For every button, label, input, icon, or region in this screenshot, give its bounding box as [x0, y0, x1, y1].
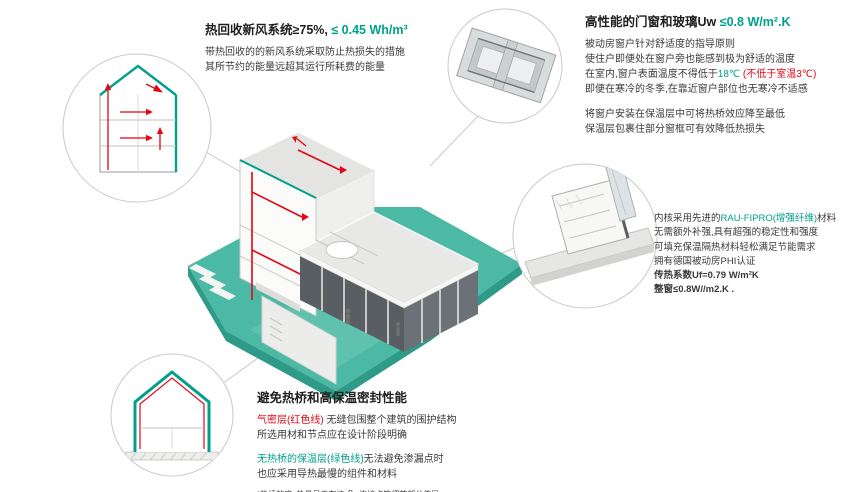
- ventilation-title-main: 热回收新风系统≥75%,: [205, 23, 328, 37]
- ventilation-title-value: ≤ 0.45 Wh/m³: [327, 23, 408, 37]
- windows-line-3c: (不低于室温3℃): [740, 69, 817, 81]
- callout-profile-text: 内核采用先进的RAU-FIPRO(增强纤维)材料 无需额外补强,具有超强的稳定性…: [654, 212, 864, 298]
- callout-circle-window-corner: [447, 8, 563, 124]
- ventilation-line-2: 其所节约的能量远超其运行所耗费的能量: [205, 62, 385, 74]
- thermal-title: 避免热桥和高保温密封性能: [257, 391, 408, 405]
- thermal-line-1a: 气密层(红色线): [257, 414, 324, 426]
- roof-vent-arrows: [292, 136, 307, 147]
- callout-circle-thermal: [110, 353, 234, 477]
- windows-line-3b: 18℃: [717, 69, 741, 81]
- window-profile-icon: [524, 164, 655, 286]
- person-icon: [345, 308, 401, 336]
- profile-line-1: 内核采用先进的RAU-FIPRO(增强纤维)材料: [654, 212, 864, 226]
- windows-line-2: 使住户即便处在窗户旁也能感到极为舒适的温度: [585, 54, 795, 66]
- thermal-line-3b: 无法避免渗漏点时: [363, 454, 444, 466]
- thermal-line-3: 无热桥的保温层(绿色线)无法避免渗漏点时: [257, 452, 529, 467]
- profile-line-1c: 材料: [817, 213, 837, 224]
- window-corner-icon: [456, 27, 557, 104]
- profile-line-3: 可填充保温隔热材料轻松满足节能需求: [654, 241, 816, 253]
- callout-circle-profile: [512, 163, 658, 309]
- thermal-line-1: 气密层(红色线) 无缝包围整个建筑的围护结构: [257, 413, 529, 428]
- profile-line-4: 拥有德国被动房PHI认证: [654, 255, 756, 267]
- vent-flow-arrows: [104, 83, 164, 170]
- callout-thermal-text: 避免热桥和高保温密封性能 气密层(红色线) 无缝包围整个建筑的围护结构 所选用材…: [257, 390, 529, 492]
- profile-line-6: 整窗≤0.8W//m2.K .: [654, 284, 735, 296]
- profile-line-5: 传热系数Uf=0.79 W/m²K: [654, 270, 759, 281]
- ventilation-line-1: 带热回收的的新风系统采取防止热损失的措施: [205, 46, 405, 58]
- bathtub-icon: [315, 231, 379, 265]
- windows-title-main: 高性能的门窗和玻璃Uw: [585, 15, 720, 29]
- house-scene: [188, 131, 522, 401]
- basement-cut: [261, 295, 337, 385]
- thermal-line-2: 所选用材和节点应在设计阶段明确: [257, 430, 407, 442]
- windows-line-6: 保温层包裹住部分窗框可有效降低热损失: [585, 123, 765, 135]
- callout-circle-ventilation: [62, 53, 212, 203]
- profile-line-2: 无需额外补强,具有超强的稳定性和强度: [654, 227, 819, 239]
- windows-line-3a: 在室内,窗户表面温度不得低于: [585, 69, 718, 81]
- windows-line-4: 即便在寒冷的冬季,在靠近窗户部位也无寒冷不适感: [585, 84, 808, 96]
- ventilation-duct-lines: [251, 149, 347, 300]
- house-right-wing: [298, 211, 480, 352]
- ventilation-title: 热回收新风系统≥75%, ≤ 0.45 Wh/m³: [205, 22, 457, 39]
- thermal-note: *热桥效应: 热量易于在边,角, 连接点等细节部分传导: [257, 489, 529, 492]
- terrain-steps-icon: [189, 264, 236, 300]
- profile-line-1a: 内核采用先进的: [654, 213, 721, 224]
- callout-ventilation-text: 热回收新风系统≥75%, ≤ 0.45 Wh/m³ 带热回收的的新风系统采取防止…: [205, 22, 457, 75]
- windows-title-value: ≤0.8 W/m².K: [719, 15, 791, 29]
- profile-line-1b: RAU-FIPRO(增强纤维): [720, 213, 818, 224]
- windows-line-5: 将窗户安装在保温层中可将热桥效应降至最低: [585, 108, 785, 120]
- thermal-line-1b: 无缝包围整个建筑的围护结构: [323, 414, 457, 426]
- thermal-line-3a: 无热桥的保温层(绿色线): [257, 454, 364, 466]
- callout-windows-text: 高性能的门窗和玻璃Uw ≤0.8 W/m².K 被动房窗户针对舒适度的指导原则 …: [585, 14, 859, 137]
- windows-line-1: 被动房窗户针对舒适度的指导原则: [585, 38, 735, 50]
- windows-title: 高性能的门窗和玻璃Uw ≤0.8 W/m².K: [585, 14, 859, 31]
- windows-line-3: 在室内,窗户表面温度不得低于18℃ (不低于室温3℃): [585, 67, 859, 82]
- house-left-block: [238, 131, 376, 317]
- thermal-line-4: 也应采用导热最慢的组件和材料: [257, 469, 397, 481]
